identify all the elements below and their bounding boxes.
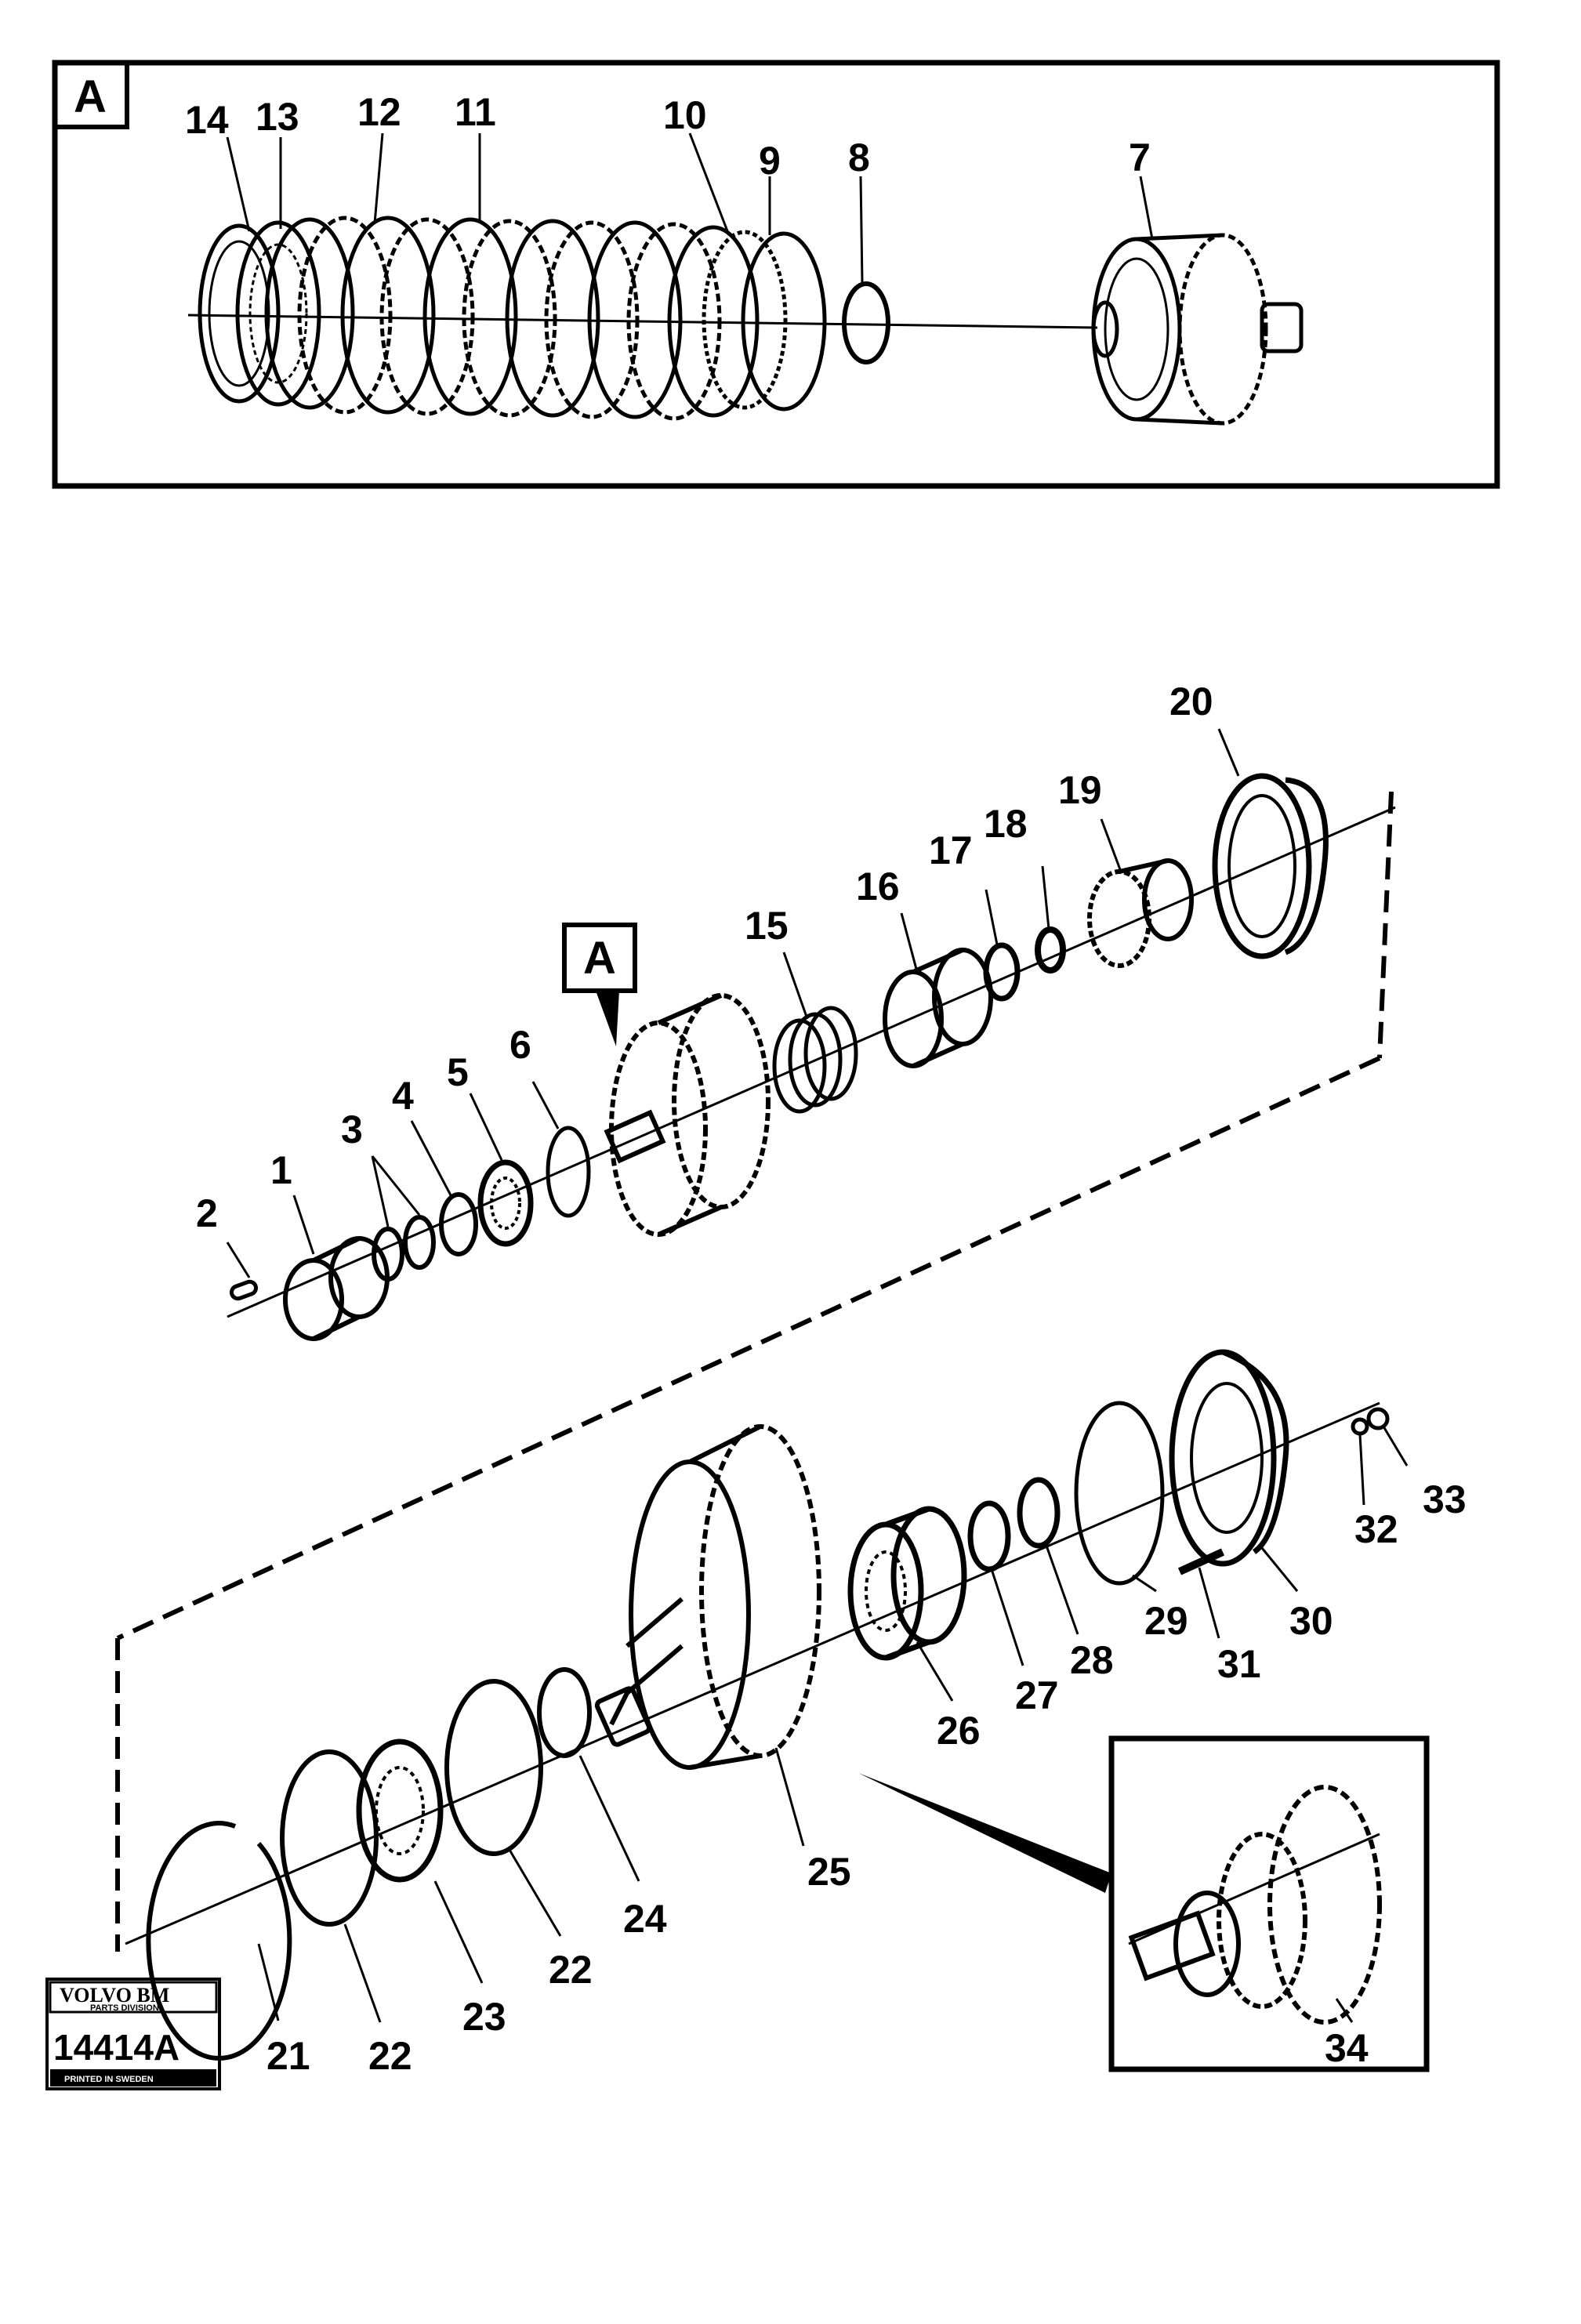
label-14: 14: [185, 98, 229, 142]
stamp-number: 14414A: [53, 2027, 179, 2068]
label-9: 9: [759, 139, 781, 183]
circlip-21: [146, 1821, 292, 2061]
label-22-upper: 22: [549, 1948, 593, 1992]
gear-25: [594, 1424, 821, 1770]
gear-19: [1087, 858, 1194, 968]
label-27: 27: [1015, 1673, 1059, 1717]
o-ring-8: [842, 281, 890, 364]
callout-a-arrow: [596, 991, 619, 1046]
detail-a-axis: [187, 314, 1098, 329]
label-7: 7: [1129, 136, 1151, 179]
ball-33: [1366, 1407, 1390, 1430]
cover-30: [1169, 1349, 1289, 1567]
ball-32: [1351, 1417, 1369, 1436]
detail-a-letter-box: [53, 60, 129, 129]
clutch-assembly-a: [604, 993, 771, 1237]
ring-28: [1017, 1477, 1061, 1549]
output-shaft-assembly: 21 22 23 22 24 25 26 27 28 29 30 31 32 3…: [125, 1349, 1467, 2078]
label-18: 18: [984, 802, 1028, 846]
stamp-printed: PRINTED IN SWEDEN: [64, 2075, 154, 2084]
detail-a-frame: [52, 60, 1500, 489]
clutch-drum-7: [1091, 233, 1304, 426]
label-29: 29: [1144, 1599, 1188, 1643]
stamp-frame: [45, 1978, 221, 2090]
detail-a-letter: A: [74, 71, 107, 122]
label-23: 23: [462, 1995, 506, 2039]
label-26: 26: [937, 1709, 981, 1753]
label-34: 34: [1325, 2026, 1369, 2070]
label-16: 16: [856, 865, 900, 908]
lower-leaders: [257, 1426, 1409, 2023]
housing-20: [1212, 773, 1329, 959]
middle-axis: [227, 806, 1396, 1318]
input-shaft-assembly: A: [115, 680, 1396, 1952]
label-3: 3: [341, 1108, 363, 1151]
ring-17: [983, 942, 1021, 1002]
label-10: 10: [663, 93, 707, 137]
volvo-bm-stamp: VOLVO BM PARTS DIVISION 14414A PRINTED I…: [45, 1978, 221, 2090]
label-21: 21: [267, 2034, 310, 2078]
ring-27: [967, 1500, 1011, 1572]
ring-24: [537, 1667, 592, 1758]
spring-15: [772, 1006, 858, 1114]
label-31: 31: [1217, 1642, 1261, 1686]
label-17: 17: [929, 828, 973, 872]
label-13: 13: [256, 95, 299, 139]
label-32: 32: [1354, 1507, 1398, 1551]
label-25: 25: [807, 1850, 851, 1894]
bearing-5: [477, 1159, 534, 1247]
label-24: 24: [623, 1897, 667, 1941]
label-33: 33: [1423, 1477, 1467, 1521]
bearing-23: [356, 1738, 444, 1883]
detail-34-leader: [1335, 1998, 1354, 2023]
o-ring-29: [1074, 1401, 1165, 1586]
pin-31: [1177, 1548, 1225, 1575]
label-19: 19: [1058, 768, 1102, 812]
ring-22b: [444, 1679, 543, 1856]
needle-bearing-18: [1035, 926, 1066, 973]
ring-4: [439, 1192, 478, 1256]
label-15: 15: [745, 904, 789, 948]
washer-3a: [372, 1227, 404, 1282]
stamp-top-band: [49, 1981, 218, 2014]
stamp-brand: VOLVO BM: [60, 1984, 169, 2007]
label-20: 20: [1169, 680, 1213, 723]
label-28: 28: [1070, 1638, 1114, 1682]
label-1: 1: [270, 1148, 292, 1192]
detail-34-arrow: [858, 1773, 1111, 1893]
label-2: 2: [196, 1191, 218, 1235]
clutch-plate-stack: [198, 216, 827, 421]
middle-leaders: [226, 728, 1240, 1278]
stamp-bottom-band: [50, 2069, 216, 2087]
detail-34-panel: 34: [858, 1735, 1430, 2072]
bearing-26: [847, 1506, 967, 1661]
pin-2: [229, 1279, 259, 1301]
callout-a-letter: A: [583, 933, 616, 984]
lower-axis: [125, 1401, 1380, 1945]
detail-a-leaders: [226, 132, 1154, 283]
label-4: 4: [392, 1074, 414, 1118]
detail-a-panel: A: [52, 60, 1500, 489]
label-30: 30: [1289, 1599, 1333, 1643]
sleeve-16: [883, 948, 993, 1068]
label-6: 6: [509, 1023, 531, 1067]
gear-34: [1128, 1785, 1382, 2025]
ring-22a: [280, 1749, 379, 1927]
snap-ring-6: [546, 1126, 591, 1218]
label-22-lower: 22: [368, 2034, 412, 2078]
label-11: 11: [455, 90, 496, 134]
detail-34-frame: [1108, 1735, 1430, 2072]
label-5: 5: [447, 1050, 469, 1094]
washer-3b: [403, 1215, 436, 1270]
label-8: 8: [848, 136, 870, 179]
label-12: 12: [357, 90, 401, 134]
dashed-connector: [115, 791, 1394, 1952]
stamp-division: PARTS DIVISION: [90, 2003, 159, 2013]
